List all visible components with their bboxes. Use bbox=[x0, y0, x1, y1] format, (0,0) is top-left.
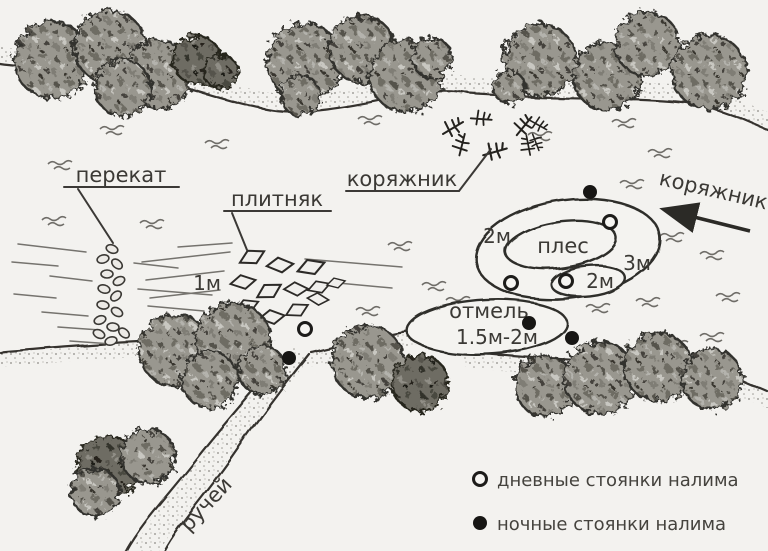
pebbles bbox=[92, 243, 131, 346]
perekat-rapids bbox=[11, 242, 403, 346]
day-spot bbox=[558, 273, 574, 289]
trees-bottom-right bbox=[330, 324, 744, 418]
otmel-contour bbox=[405, 298, 569, 356]
night-spot bbox=[282, 351, 296, 365]
day-spots bbox=[297, 214, 618, 337]
night-spot bbox=[522, 316, 536, 330]
koryazhnik-leader-line bbox=[458, 148, 492, 192]
current-lines bbox=[11, 242, 403, 345]
trees-top-right bbox=[491, 10, 748, 112]
pool-hole-contour bbox=[549, 264, 627, 298]
night-spot bbox=[565, 331, 579, 345]
night-spots bbox=[282, 185, 597, 365]
day-spot bbox=[297, 321, 313, 337]
legend: дневные стоянки налима ночные стоянки на… bbox=[472, 470, 739, 535]
night-spot bbox=[583, 185, 597, 199]
plitnyak-label: плитняк bbox=[231, 187, 323, 211]
perekat-label: перекат bbox=[76, 163, 167, 187]
pool-inner-contour bbox=[504, 219, 618, 271]
koryazhnik-left-label: коряжник bbox=[347, 167, 457, 191]
day-spot bbox=[602, 214, 618, 230]
legend-day-label: дневные стоянки налима bbox=[497, 470, 739, 491]
plitnyak-leader-line bbox=[231, 212, 248, 251]
stream-right-bank bbox=[162, 352, 311, 551]
trees-top-left bbox=[12, 9, 240, 118]
day-spot bbox=[503, 275, 519, 291]
depth-1m-label: 1м bbox=[193, 271, 221, 295]
otmel-label: отмель bbox=[449, 299, 529, 323]
legend-night-spot-icon bbox=[473, 516, 487, 530]
pool-depth-right-label: 3м bbox=[623, 251, 651, 275]
legend-night-label: ночные стоянки налима bbox=[497, 514, 726, 535]
pool-hole-depth-label: 2м bbox=[586, 269, 614, 293]
otmel-depth-label: 1.5м-2м bbox=[456, 325, 538, 349]
perekat-leader-line bbox=[77, 188, 114, 244]
ples-label: плес bbox=[537, 234, 589, 258]
legend-day-spot-icon bbox=[472, 471, 488, 487]
current-direction-arrow bbox=[659, 202, 751, 233]
trees-top-middle bbox=[265, 14, 454, 117]
trees-bottom-left bbox=[69, 301, 288, 518]
pool-depth-left-label: 2м bbox=[483, 224, 511, 248]
